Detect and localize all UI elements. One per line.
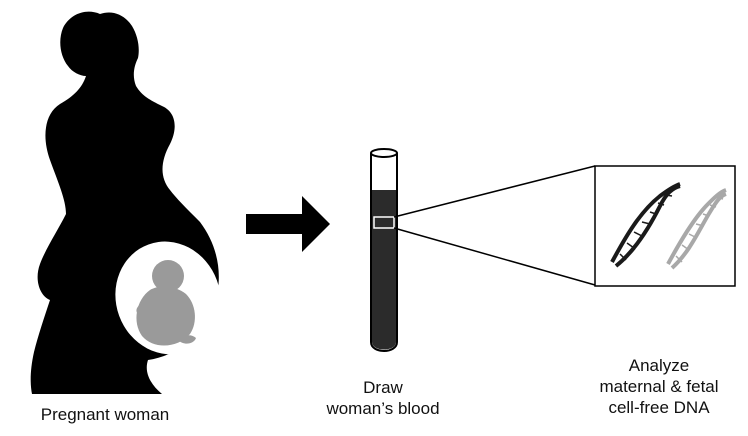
step-label-analyze-dna: Analyze maternal & fetal cell-free DNA [570,355,748,418]
step-label-line: Draw [298,377,468,398]
step-label-draw-blood: Draw woman’s blood [298,377,468,419]
step-label-line: Analyze [570,355,748,376]
step-label-line: Pregnant woman [0,404,210,425]
blood-tube-icon [371,149,397,351]
dna-zoom-box [595,166,735,286]
step-label-line: woman’s blood [298,398,468,419]
arrow-right-icon [246,196,330,252]
tube-blood [372,190,396,350]
step-label-pregnant-woman: Pregnant woman [0,404,210,425]
zoom-lines [394,166,595,285]
step-label-line: maternal & fetal [570,376,748,397]
tube-rim [371,149,397,157]
step-label-line: cell-free DNA [570,397,748,418]
